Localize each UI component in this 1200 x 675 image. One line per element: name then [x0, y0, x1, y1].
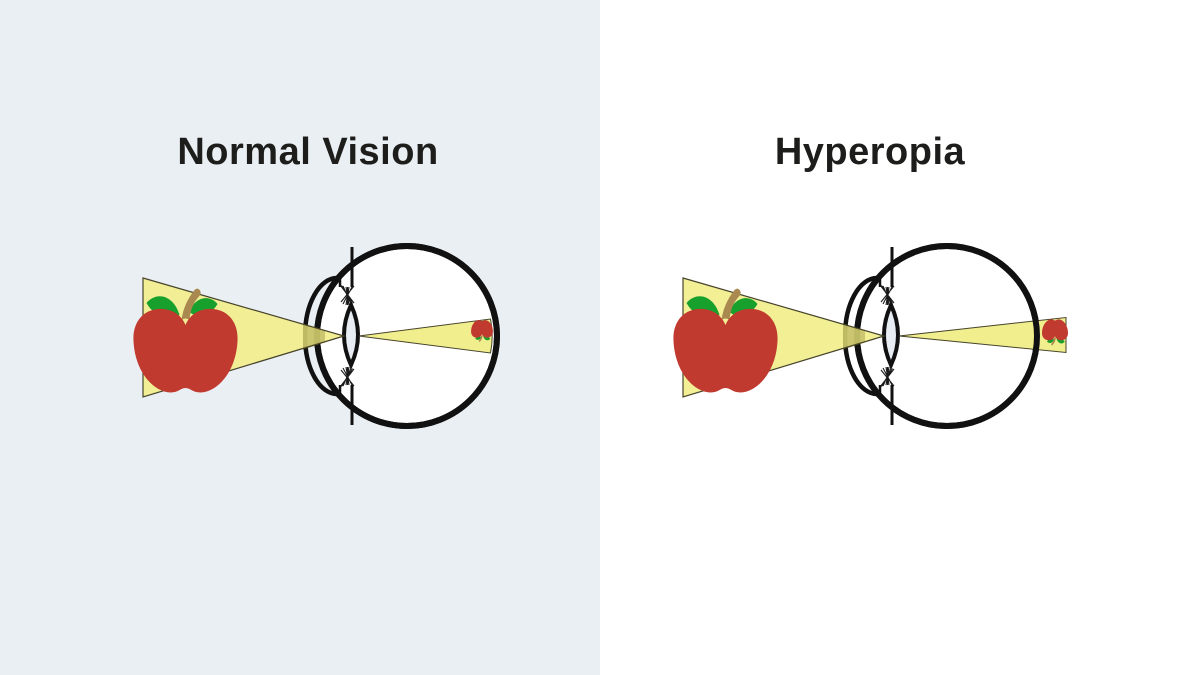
- beam-shading-at-cornea-normal: [303, 323, 325, 350]
- beam-shading-at-cornea-hyperopia: [843, 323, 865, 350]
- panel-title-hyperopia: Hyperopia: [774, 131, 966, 173]
- panel-title-normal-vision: Normal Vision: [177, 131, 439, 173]
- refracted-light-cone-normal: [358, 318, 493, 354]
